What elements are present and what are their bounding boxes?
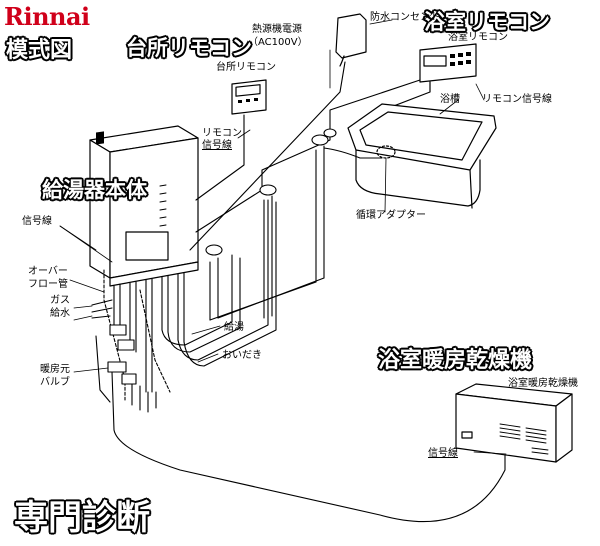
- reheat-label: おいだき: [222, 350, 262, 361]
- gas-label: ガス: [50, 295, 70, 306]
- kitchen-remote-title: 台所リモコン: [126, 36, 252, 60]
- bathtub-label: 浴槽: [440, 94, 460, 105]
- diagnosis-title: 専門診断: [14, 498, 150, 538]
- kitchen-remote-device: [231, 79, 267, 115]
- bath-dryer-title: 浴室暖房乾燥機: [378, 348, 533, 373]
- circulation-adapter-label: 循環アダプター: [356, 210, 426, 221]
- power-source-label-line2: （AC100V）: [248, 37, 308, 48]
- water-heater-unit: [89, 125, 199, 287]
- kitchen-remote-small-label: 台所リモコン: [216, 62, 276, 73]
- bathroom-remote-device: [377, 43, 477, 113]
- overflow-label-1: オーバー: [28, 266, 68, 277]
- water-supply-label: 給水: [50, 308, 70, 319]
- pipe-bundle: [91, 61, 506, 523]
- overflow-label-2: フロー管: [28, 279, 68, 290]
- bathroom-remote-title: 浴室リモコン: [424, 10, 550, 34]
- bathroom-remote-small-label: 浴室リモコン: [448, 32, 508, 43]
- remote-signal-line-bath-label: リモコン信号線: [482, 94, 552, 105]
- leader-lines: [59, 19, 507, 455]
- remote-signal-line-label-2: 信号線: [202, 140, 232, 151]
- bath-dryer-device: [455, 383, 573, 463]
- bathtub-drawing: [347, 103, 497, 209]
- heating-valve-label-2: バルブ: [40, 377, 70, 388]
- signal-line-left-label: 信号線: [22, 216, 52, 227]
- waterproof-outlet-device: [335, 13, 367, 67]
- heating-valve-label-1: 暖房元: [40, 364, 70, 375]
- waterproof-outlet-label: 防水コンセント: [370, 12, 440, 23]
- remote-signal-line-label-1: リモコン: [202, 128, 242, 139]
- hot-water-supply-label: 給湯: [224, 322, 244, 333]
- heater-body-title: 給湯器本体: [42, 178, 147, 202]
- power-source-label-line1: 熱源機電源: [252, 24, 302, 35]
- schematic-title: 模式図: [6, 38, 73, 63]
- signal-line-bottom-label: 信号線: [428, 448, 458, 459]
- bath-dryer-small-label: 浴室暖房乾燥機: [508, 378, 578, 389]
- rinnai-logo: Rinnai: [4, 2, 90, 31]
